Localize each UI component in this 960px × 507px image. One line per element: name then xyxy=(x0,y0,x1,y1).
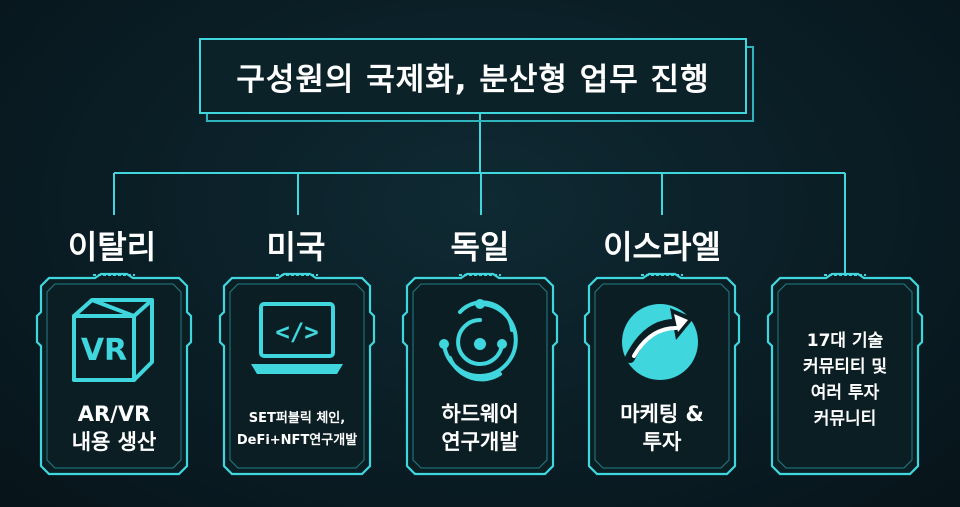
card-hardware-rnd: 하드웨어 연구개발 xyxy=(401,272,559,480)
card-label-line1: SET퍼블릭 체인, xyxy=(248,411,346,426)
card-label-line2: 커뮤티티 및 xyxy=(802,357,888,377)
card-label-line1: 17대 기술 xyxy=(806,331,884,351)
page-title: 구성원의 국제화, 분산형 업무 진행 xyxy=(236,61,710,98)
vr-cube-icon: VR xyxy=(72,298,154,382)
card-marketing-investment: 마케팅 & 투자 xyxy=(583,272,741,480)
circuit-circles-icon xyxy=(439,299,518,382)
card-label-line2: DeFi+NFT연구개발 xyxy=(236,433,358,448)
card-label-line3: 여러 투자 xyxy=(810,383,880,403)
country-label-germany: 독일 xyxy=(450,228,510,266)
code-icon-text: </> xyxy=(275,318,318,346)
card-label-line1: 하드웨어 xyxy=(441,402,519,426)
country-label-israel: 이스라엘 xyxy=(603,228,721,266)
card-label-line2: 내용 생산 xyxy=(71,430,157,454)
code-laptop-icon: </> xyxy=(251,302,343,374)
card-label-line2: 투자 xyxy=(642,430,682,454)
card-ar-vr: VR AR/VR 내용 생산 xyxy=(35,272,193,480)
card-tech-community: 17대 기술 커뮤티티 및 여러 투자 커뮤니티 xyxy=(766,272,924,480)
card-label-line4: 커뮤니티 xyxy=(813,409,877,429)
country-label-usa: 미국 xyxy=(266,228,326,266)
card-label-line2: 연구개발 xyxy=(441,430,519,454)
vr-icon-text: VR xyxy=(81,333,127,368)
card-label-line1: 마케팅 & xyxy=(620,402,704,426)
country-label-italy: 이탈리 xyxy=(67,228,157,266)
card-label-line1: AR/VR xyxy=(77,402,151,426)
title-box: 구성원의 국제화, 분산형 업무 진행 xyxy=(199,38,747,114)
card-set-public-chain: </> SET퍼블릭 체인, DeFi+NFT연구개발 xyxy=(218,272,376,480)
growth-arrow-icon xyxy=(622,304,698,380)
